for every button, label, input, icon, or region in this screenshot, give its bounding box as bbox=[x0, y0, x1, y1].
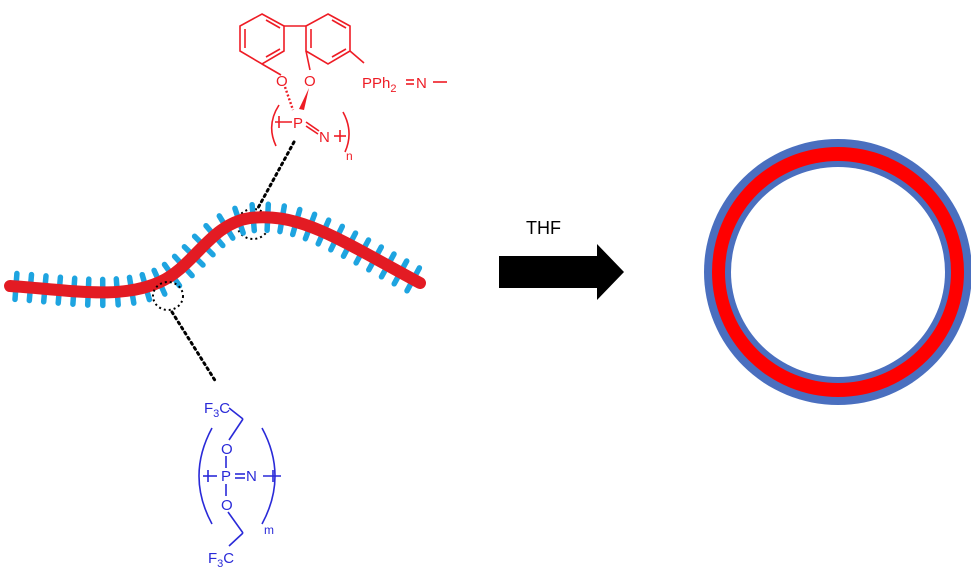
group-f3c-top: F3C bbox=[204, 400, 230, 420]
blue-monomer-labels: F3C O P N O m F3C bbox=[204, 400, 274, 568]
atom-p: P bbox=[221, 468, 231, 485]
atom-o-left: O bbox=[276, 73, 288, 90]
callout-line-top bbox=[256, 140, 296, 210]
red-monomer-structure bbox=[239, 13, 447, 153]
atom-n: N bbox=[246, 468, 257, 485]
atom-p-backbone: P bbox=[293, 115, 303, 132]
red-monomer-labels: O O P N n PPh2 N bbox=[276, 73, 427, 163]
atom-n-backbone: N bbox=[319, 129, 330, 146]
vesicle-ring-icon bbox=[704, 139, 971, 405]
repeat-unit-m: m bbox=[264, 523, 274, 537]
reaction-arrow-icon bbox=[499, 244, 624, 300]
callout-line-bottom bbox=[170, 310, 218, 384]
atom-o-bottom: O bbox=[221, 497, 233, 514]
right-benzene-ring bbox=[305, 13, 351, 65]
atom-pph-n: N bbox=[416, 75, 427, 92]
group-f3c-bottom: F3C bbox=[208, 550, 234, 568]
blue-monomer-structure bbox=[198, 407, 281, 547]
callout-circle-bottom bbox=[152, 281, 184, 311]
polymer-chain-icon bbox=[4, 201, 426, 309]
group-pph2: PPh2 bbox=[362, 75, 396, 95]
atom-o-right: O bbox=[304, 73, 316, 90]
atom-o-top: O bbox=[221, 441, 233, 458]
left-benzene-ring bbox=[239, 13, 285, 65]
arrow-label: THF bbox=[526, 218, 561, 238]
polymer-backbone bbox=[4, 211, 426, 299]
repeat-unit-n: n bbox=[346, 149, 353, 163]
